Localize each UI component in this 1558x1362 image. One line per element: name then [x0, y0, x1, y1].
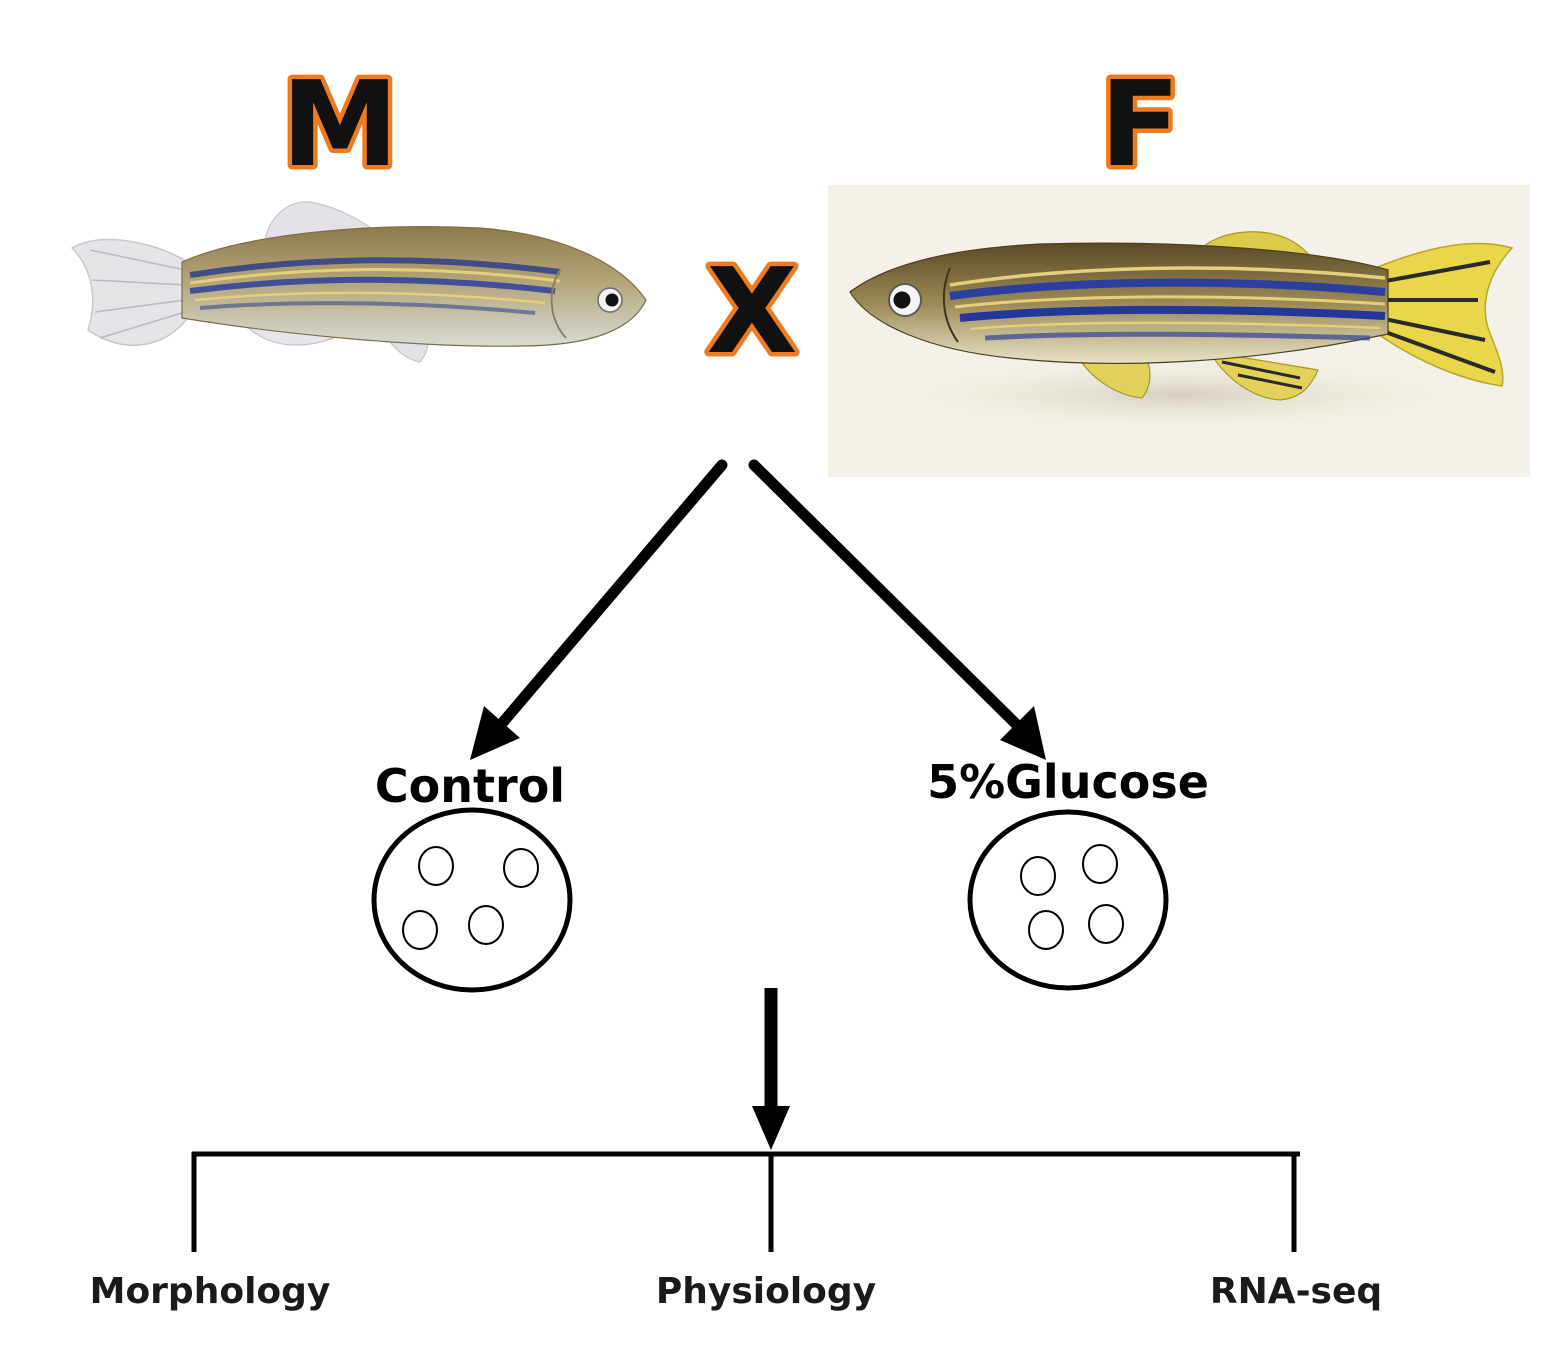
embryo — [1020, 856, 1056, 896]
arrow-to-glucose — [748, 459, 1046, 760]
embryo — [1088, 904, 1124, 944]
male-label: M — [281, 55, 398, 193]
male-zebrafish-image — [70, 201, 647, 363]
embryo — [418, 846, 454, 886]
embryo — [468, 905, 504, 945]
glucose-dish — [967, 809, 1169, 991]
control-dish — [371, 807, 573, 993]
arrow-to-analyses — [752, 988, 790, 1150]
analysis-label-morphology: Morphology — [90, 1271, 331, 1312]
female-label: F — [1100, 55, 1181, 193]
embryo — [402, 910, 438, 950]
analysis-label-rnaseq: RNA-seq — [1210, 1271, 1382, 1312]
cross-symbol: X — [707, 242, 798, 380]
embryo — [1028, 910, 1064, 950]
embryo — [1082, 844, 1118, 884]
analysis-label-physiology: Physiology — [656, 1271, 876, 1312]
group-label-control: Control — [375, 759, 565, 813]
group-label-glucose: 5%Glucose — [927, 755, 1209, 809]
embryo — [503, 848, 539, 888]
arrow-to-control — [470, 459, 728, 760]
female-zebrafish-image — [828, 185, 1530, 477]
analysis-bracket — [191, 1151, 1300, 1252]
